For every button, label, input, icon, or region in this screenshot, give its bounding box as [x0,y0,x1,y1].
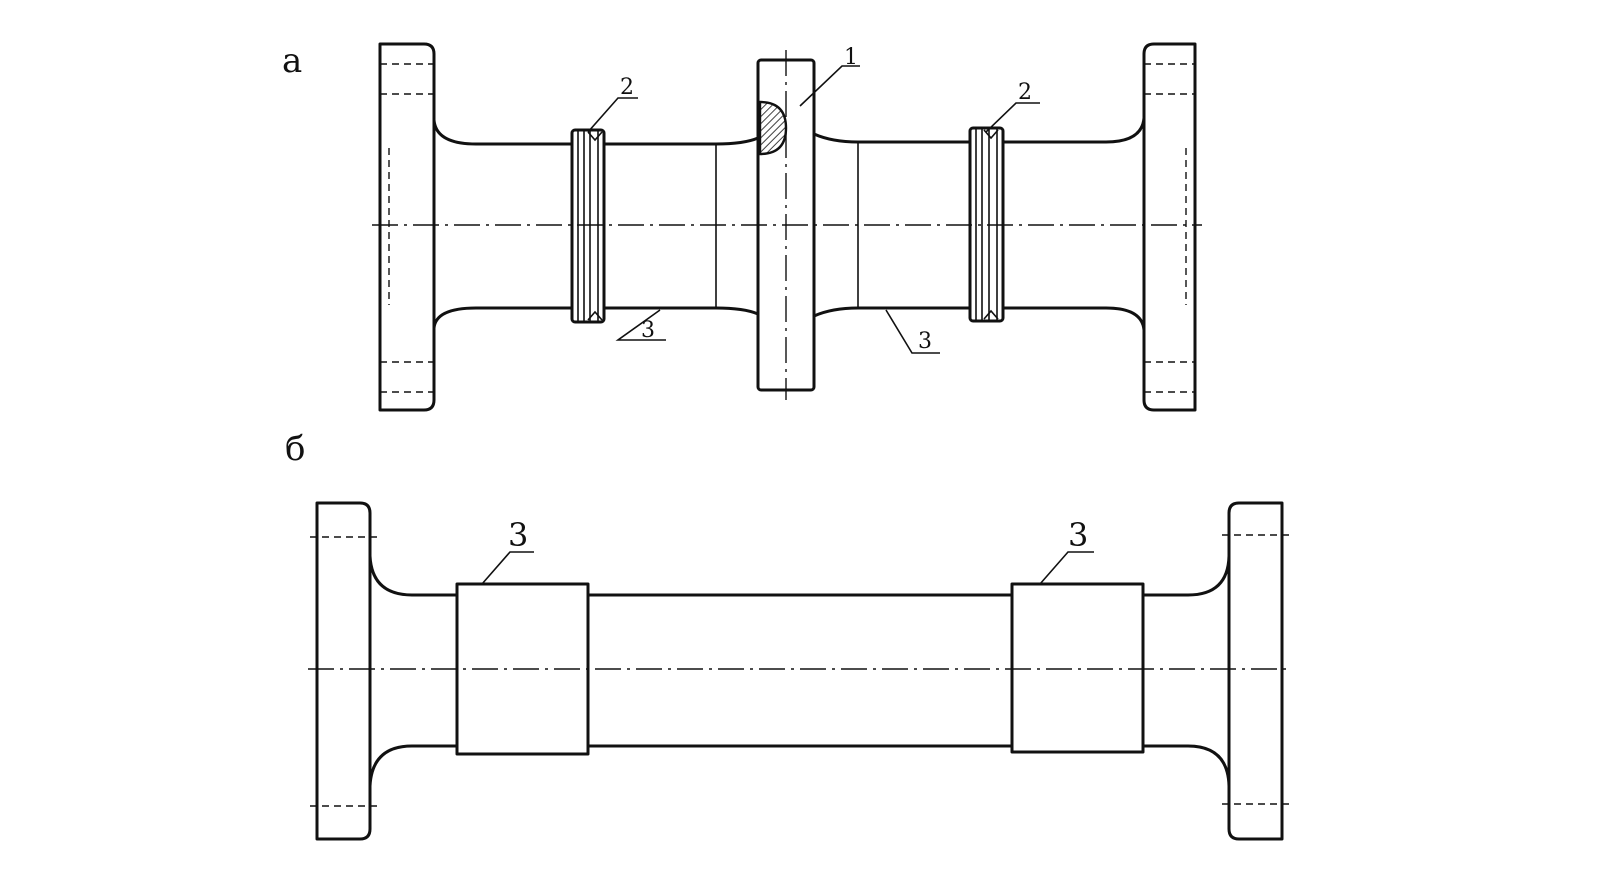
callout-b-3-left: 3 [508,516,528,554]
callout-a-1: 1 [844,45,858,70]
right-sleeve-b [1010,582,1145,754]
weld-hatch [758,100,788,156]
panel-b: б 3 3 [285,429,1292,841]
left-gasket-a [570,128,606,324]
callout-a-2-left: 2 [620,75,634,100]
pipe-lower-contour-a [432,306,1146,332]
pipe-lower-contour-b [368,744,1231,788]
callout-a-3-right: 3 [918,329,932,354]
callout-a-3-left: 3 [641,318,655,343]
panel-a-label: а [282,41,302,81]
left-flange-a [378,42,436,412]
callout-b-3-right: 3 [1068,516,1088,554]
callout-a-2-right: 2 [1018,80,1032,105]
pipe-upper-contour-b [368,554,1231,597]
right-flange-b [1222,501,1290,841]
callouts-b: 3 3 [481,516,1094,585]
right-flange-a [1142,42,1197,412]
callouts-a: 1 2 2 3 3 [587,45,1040,354]
pipe-upper-contour-a [432,116,1146,146]
panel-a: а [282,41,1202,412]
left-flange-b [310,501,378,841]
panel-b-label: б [285,429,305,469]
